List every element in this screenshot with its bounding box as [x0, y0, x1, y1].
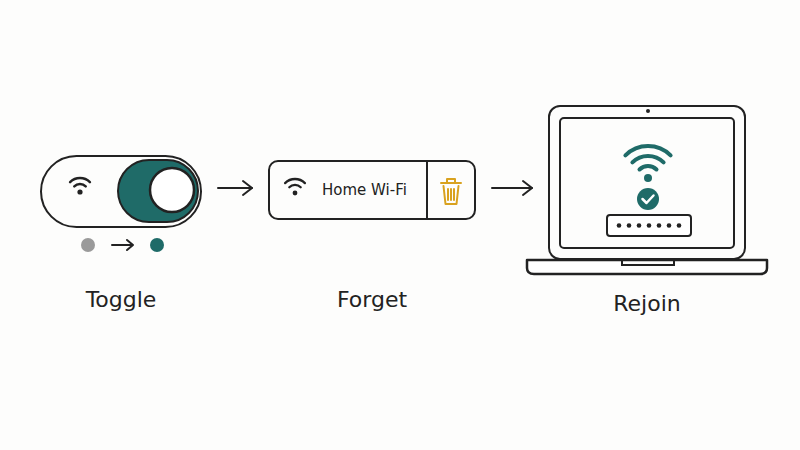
network-item: Home Wi-FiForget — [268, 160, 476, 220]
laptop-display — [560, 118, 734, 248]
wifi-arc — [625, 146, 670, 155]
trash-icon — [441, 179, 461, 204]
toggle-knob — [150, 168, 194, 212]
check-badge — [637, 188, 659, 210]
step-caption: Toggle — [86, 287, 157, 312]
laptop-notch — [622, 260, 674, 265]
password-dot — [637, 223, 642, 228]
password-dot — [627, 223, 632, 228]
laptop-screen: Rejoin — [548, 105, 746, 260]
password-dots — [617, 223, 682, 228]
off-dot — [81, 238, 95, 252]
password-dot — [647, 223, 652, 228]
laptop-base — [527, 260, 767, 274]
toggle-switch: Toggle — [40, 155, 202, 228]
arrow-head — [243, 181, 252, 195]
wifi-arc — [289, 185, 300, 187]
password-dot — [617, 223, 622, 228]
flow-arrow — [492, 181, 532, 195]
arrow-head — [523, 181, 532, 195]
step-caption: Rejoin — [613, 291, 680, 316]
wifi-arc — [70, 178, 90, 182]
toggle-track — [118, 160, 198, 222]
arrow-shaft — [492, 187, 532, 189]
step-caption: Forget — [337, 287, 407, 312]
wifi-arc — [632, 156, 663, 162]
divider-line — [426, 162, 428, 218]
password-dot — [677, 223, 682, 228]
network-name: Home Wi-Fi — [322, 181, 407, 199]
laptop-camera — [646, 109, 650, 113]
arrow-shaft — [218, 187, 252, 189]
wifi-arc — [640, 166, 657, 170]
state-arrow — [112, 240, 133, 250]
wifi-dot — [293, 191, 298, 196]
flow-arrow — [218, 181, 252, 195]
wifi-dot — [644, 174, 652, 182]
password-dot — [657, 223, 662, 228]
on-dot — [150, 238, 164, 252]
password-dot — [667, 223, 672, 228]
wifi-arc — [285, 179, 305, 183]
wifi-dot — [77, 189, 82, 194]
wifi-arc — [74, 184, 85, 186]
password-field — [607, 215, 691, 236]
check-mark — [643, 196, 654, 204]
